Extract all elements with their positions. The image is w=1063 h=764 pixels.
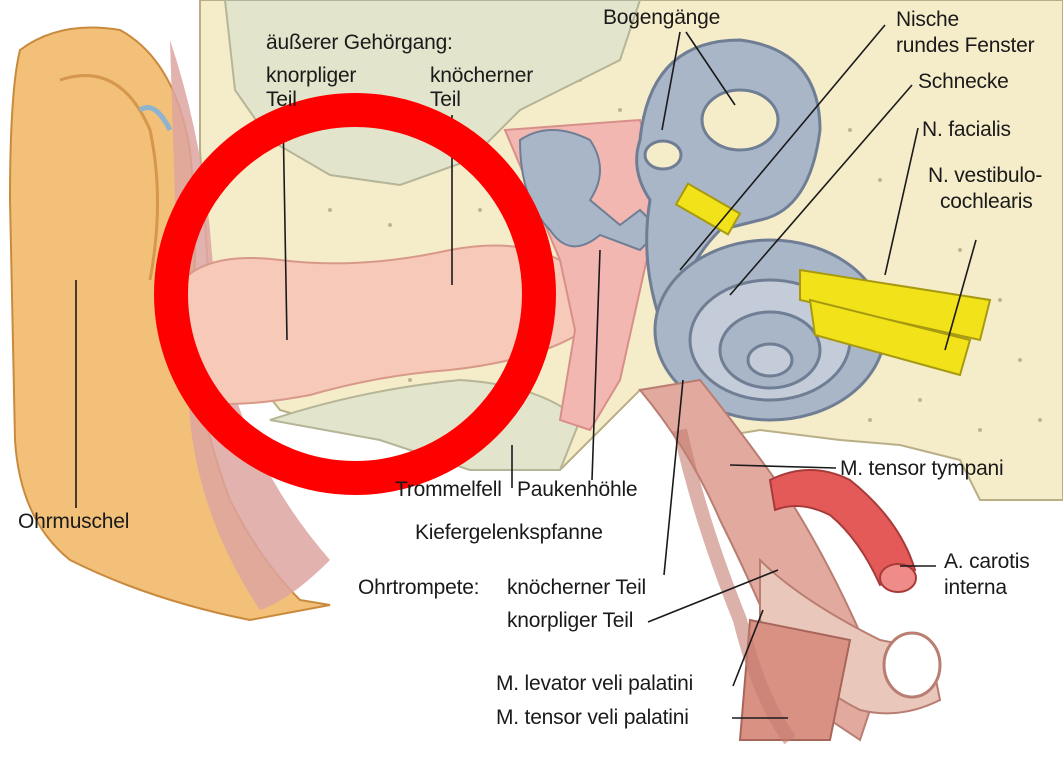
label-external-canal: äußerer Gehörgang: <box>266 31 453 55</box>
label-bony-part-2: Teil <box>430 88 461 112</box>
label-eardrum: Trommelfell <box>395 478 502 502</box>
label-carotid-2: interna <box>944 576 1007 600</box>
label-eustachian-tube: Ohrtrompete: <box>358 576 479 600</box>
label-facial-nerve: N. facialis <box>922 118 1011 142</box>
label-tensor-veli-palatini: M. tensor veli palatini <box>496 706 689 730</box>
label-cochlea: Schnecke <box>918 70 1009 94</box>
label-tube-cartilaginous-part: knorpliger Teil <box>507 609 633 633</box>
label-semicircular-canals: Bogengänge <box>603 6 720 30</box>
label-vestibulocochlear-2: cochlearis <box>940 190 1033 214</box>
label-cartilaginous-part-2: Teil <box>266 88 297 112</box>
label-vestibulocochlear-1: N. vestibulo- <box>928 164 1042 188</box>
label-tensor-tympani: M. tensor tympani <box>840 457 1004 481</box>
label-tympanic-cavity: Paukenhöhle <box>517 478 637 502</box>
label-round-window-1: Nische <box>896 8 959 32</box>
label-levator-veli-palatini: M. levator veli palatini <box>496 672 693 696</box>
label-cartilaginous-part-1: knorpliger <box>266 64 356 88</box>
label-carotid-1: A. carotis <box>944 550 1030 574</box>
label-tube-bony-part: knöcherner Teil <box>507 576 646 600</box>
label-mandibular-fossa: Kiefergelenkspfanne <box>415 521 603 545</box>
label-bony-part-1: knöcherner <box>430 64 533 88</box>
label-round-window-2: rundes Fenster <box>896 34 1034 58</box>
label-auricle: Ohrmuschel <box>18 510 129 534</box>
